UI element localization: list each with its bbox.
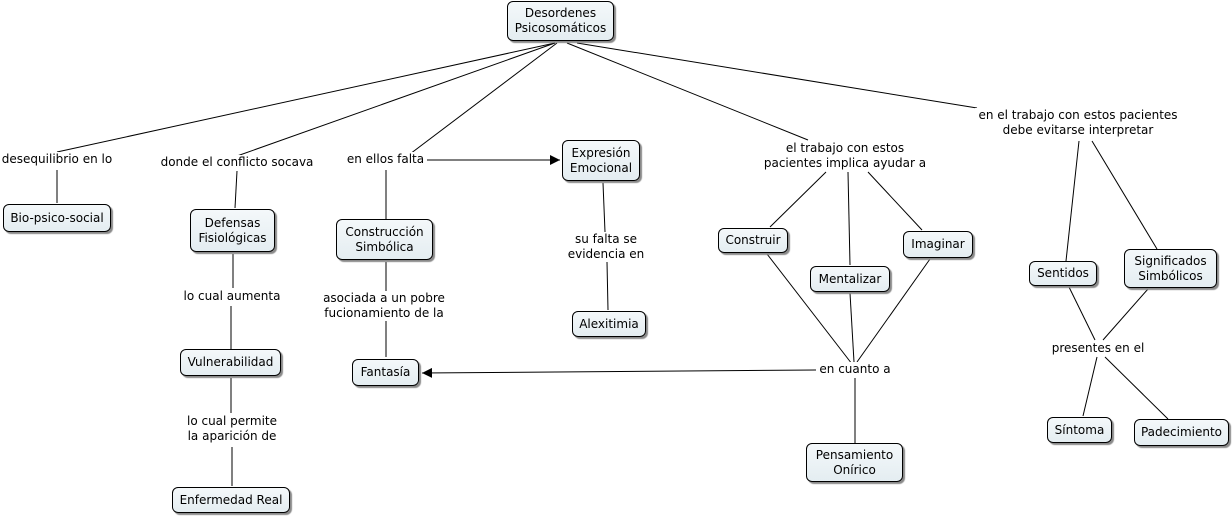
link-donde-el-conflicto-socava: donde el conflicto socava [159, 155, 315, 170]
concept-alexitimia[interactable]: Alexitimia [572, 311, 646, 337]
concept-fantasia[interactable]: Fantasía [352, 359, 419, 386]
concept-sintoma[interactable]: Síntoma [1047, 417, 1112, 443]
link-lo-cual-aumenta: lo cual aumenta [180, 289, 284, 304]
concept-defensas-fisiologicas[interactable]: Defensas Fisiológicas [190, 209, 275, 252]
link-desequilibrio-en-lo: desequilibrio en lo [1, 152, 113, 167]
link-su-falta-se-evidencia: su falta se evidencia en [562, 232, 650, 262]
concept-desordenes-psicosomaticos[interactable]: Desordenes Psicosomáticos [507, 1, 614, 41]
concept-significados-simbolicos[interactable]: Significados Simbólicos [1124, 249, 1217, 288]
concept-bio-psico-social[interactable]: Bio-psico-social [3, 204, 111, 232]
concept-expresion-emocional[interactable]: Expresión Emocional [562, 140, 640, 181]
link-el-trabajo-implica-ayudar: el trabajo con estos pacientes implica a… [759, 141, 931, 171]
concept-construccion-simbolica[interactable]: Construcción Simbólica [336, 219, 433, 260]
link-presentes-en-el: presentes en el [1049, 341, 1147, 356]
concept-imaginar[interactable]: Imaginar [903, 231, 973, 258]
concept-sentidos[interactable]: Sentidos [1029, 261, 1097, 286]
concept-padecimiento[interactable]: Padecimiento [1134, 419, 1229, 446]
concept-enfermedad-real[interactable]: Enfermedad Real [172, 487, 290, 513]
link-en-cuanto-a: en cuanto a [816, 362, 894, 377]
concept-mentalizar[interactable]: Mentalizar [810, 266, 890, 292]
link-evitarse-interpretar: en el trabajo con estos pacientes debe e… [975, 108, 1181, 138]
link-asociada-a-un-pobre: asociada a un pobre fucionamiento de la [318, 291, 450, 321]
concept-construir[interactable]: Construir [718, 228, 788, 253]
link-lo-cual-permite: lo cual permite la aparición de [180, 414, 284, 444]
concept-pensamiento-onirico[interactable]: Pensamiento Onírico [806, 443, 903, 482]
concept-vulnerabilidad[interactable]: Vulnerabilidad [180, 349, 281, 376]
link-en-ellos-falta: en ellos falta [344, 152, 427, 167]
